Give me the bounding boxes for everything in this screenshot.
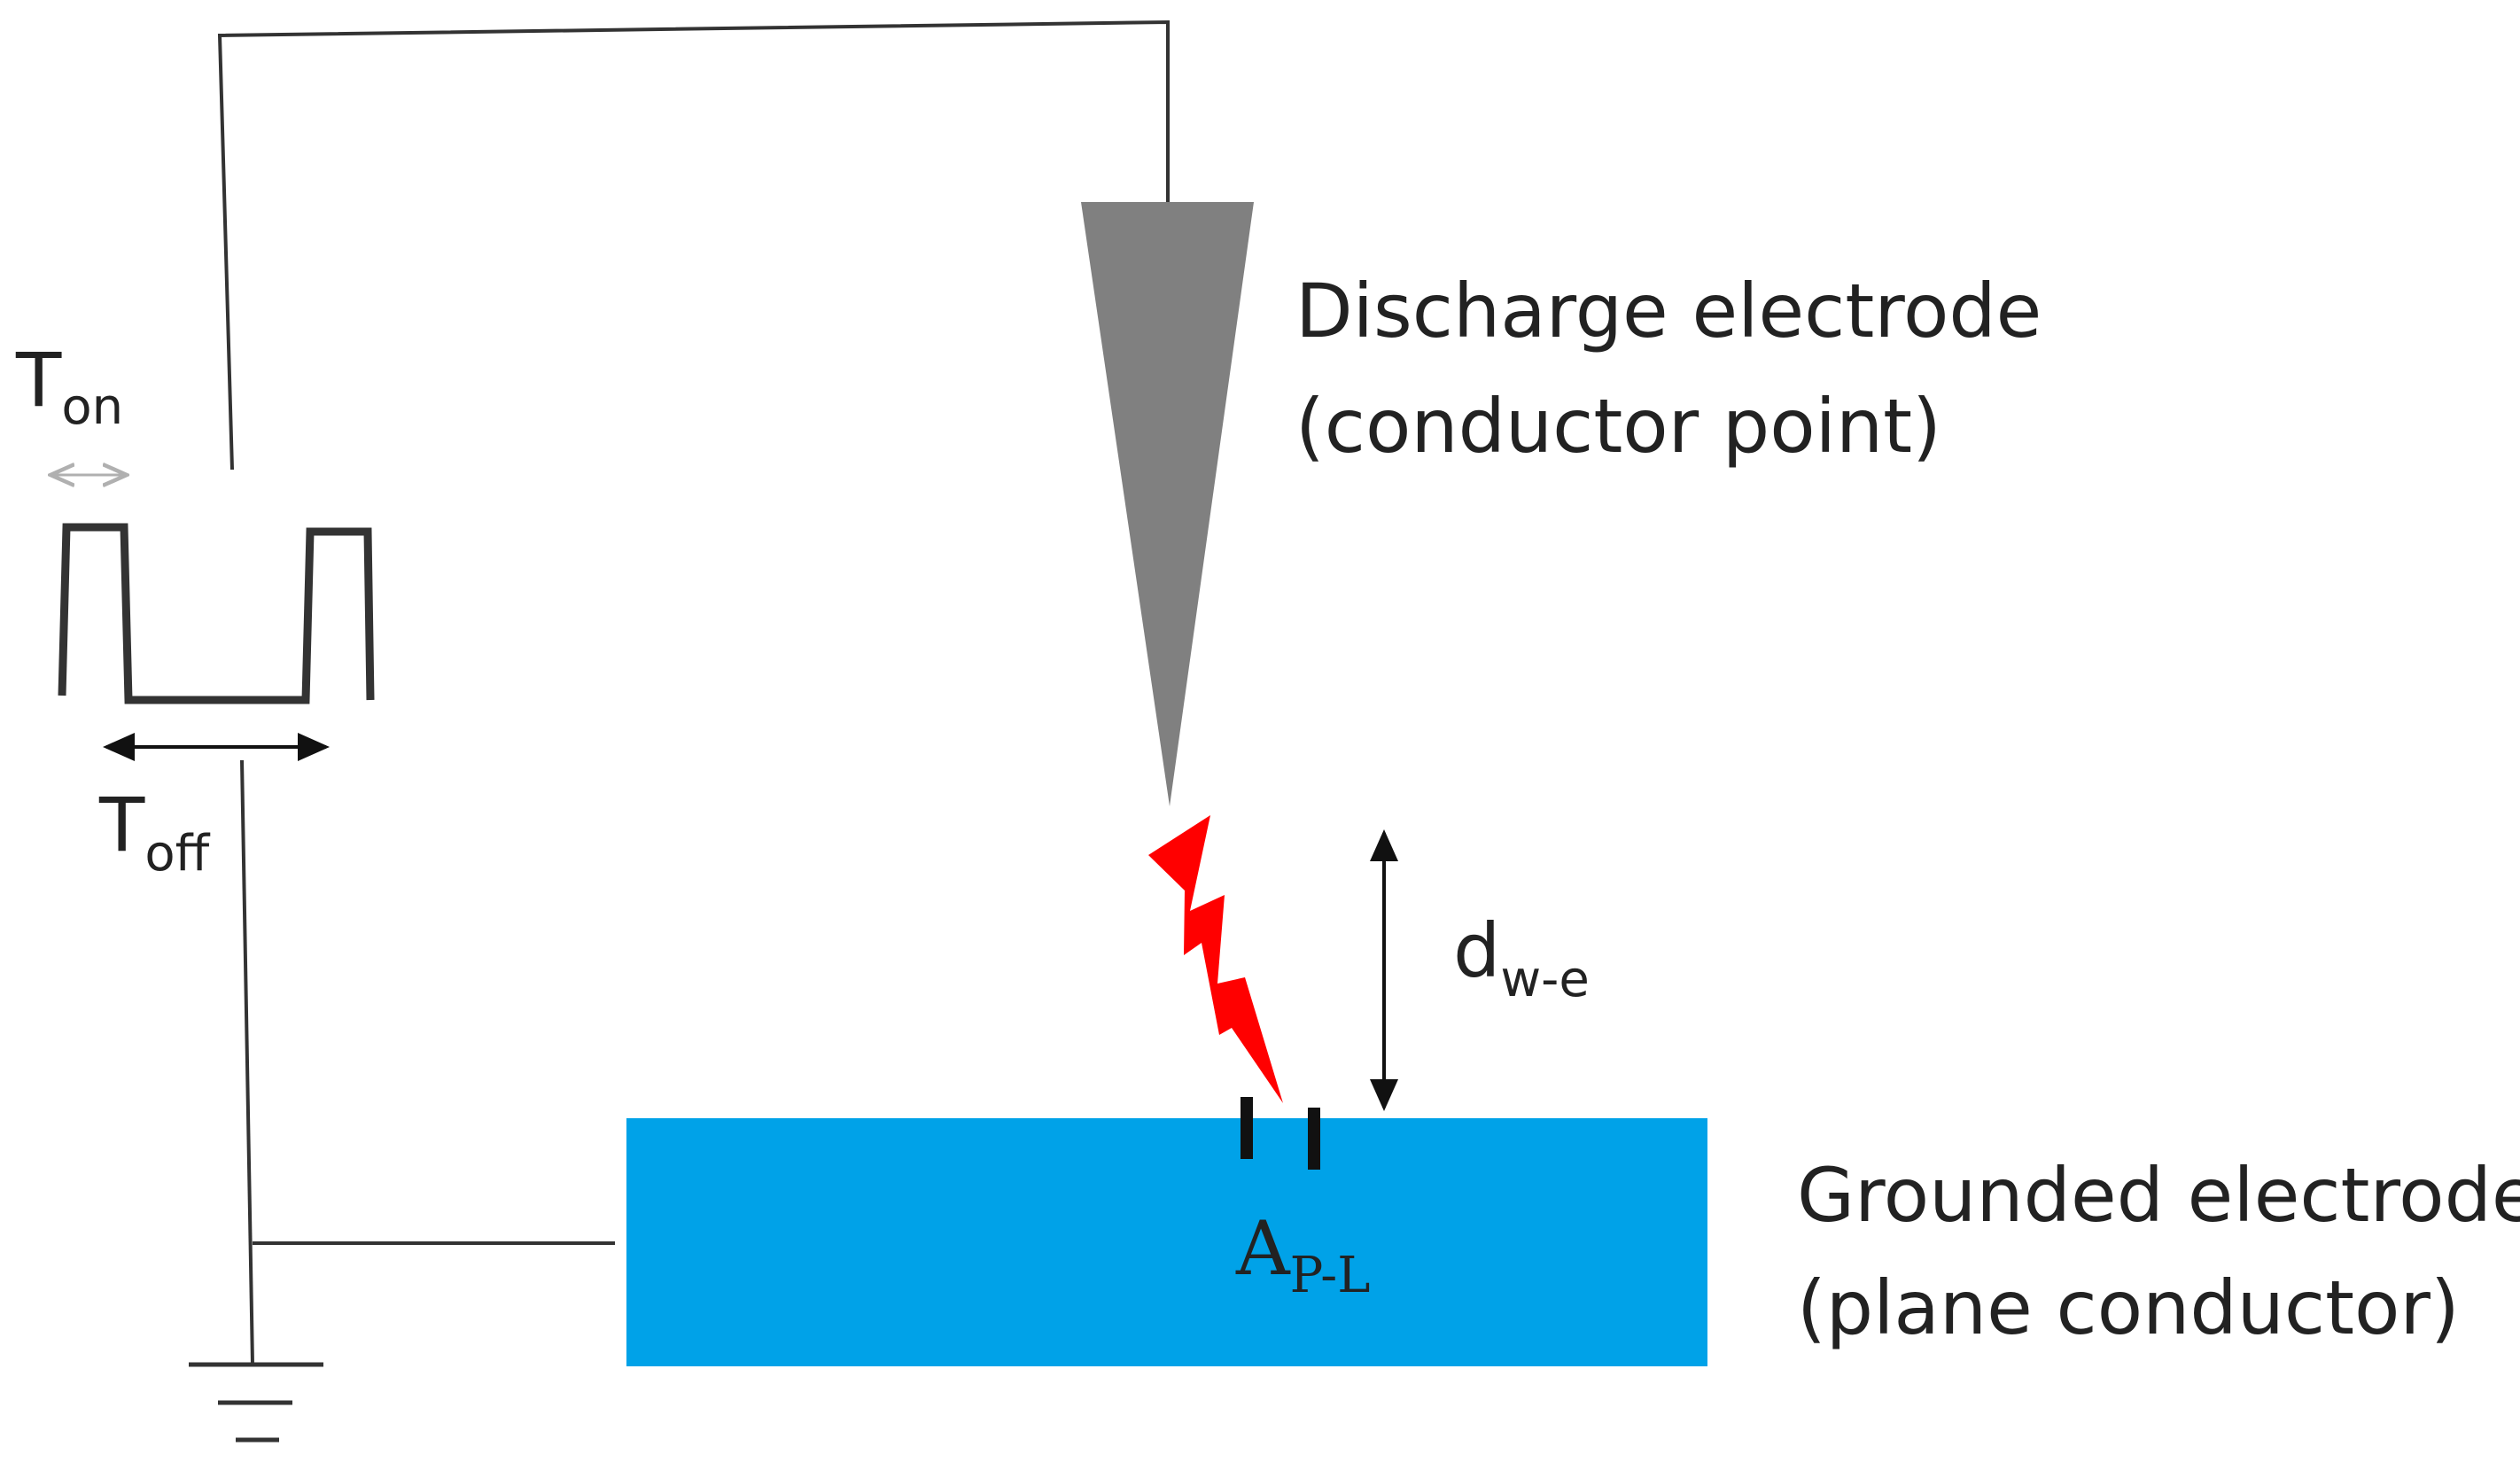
spark-icon bbox=[1148, 815, 1283, 1103]
grounded-electrode-label-line1: Grounded electrode bbox=[1797, 1152, 2520, 1239]
top-wire bbox=[217, 19, 1170, 471]
toff-label: Toff bbox=[98, 782, 211, 883]
discharge-electrode-point bbox=[1081, 202, 1254, 806]
apl-label: AP-L bbox=[1235, 1205, 1370, 1304]
pulse-waveform bbox=[58, 523, 375, 704]
grounded-electrode-plane bbox=[626, 1118, 1707, 1366]
grounded-electrode-label-line2: (plane conductor) bbox=[1797, 1264, 2460, 1351]
discharge-electrode-label-line2: (conductor point) bbox=[1295, 383, 1941, 470]
dwe-label: dw-e bbox=[1453, 907, 1590, 1008]
ton-label: Ton bbox=[15, 337, 123, 436]
ground-symbol-icon bbox=[189, 1362, 323, 1443]
bottom-wire bbox=[240, 759, 254, 1365]
discharge-electrode-label-line1: Discharge electrode bbox=[1295, 268, 2042, 354]
